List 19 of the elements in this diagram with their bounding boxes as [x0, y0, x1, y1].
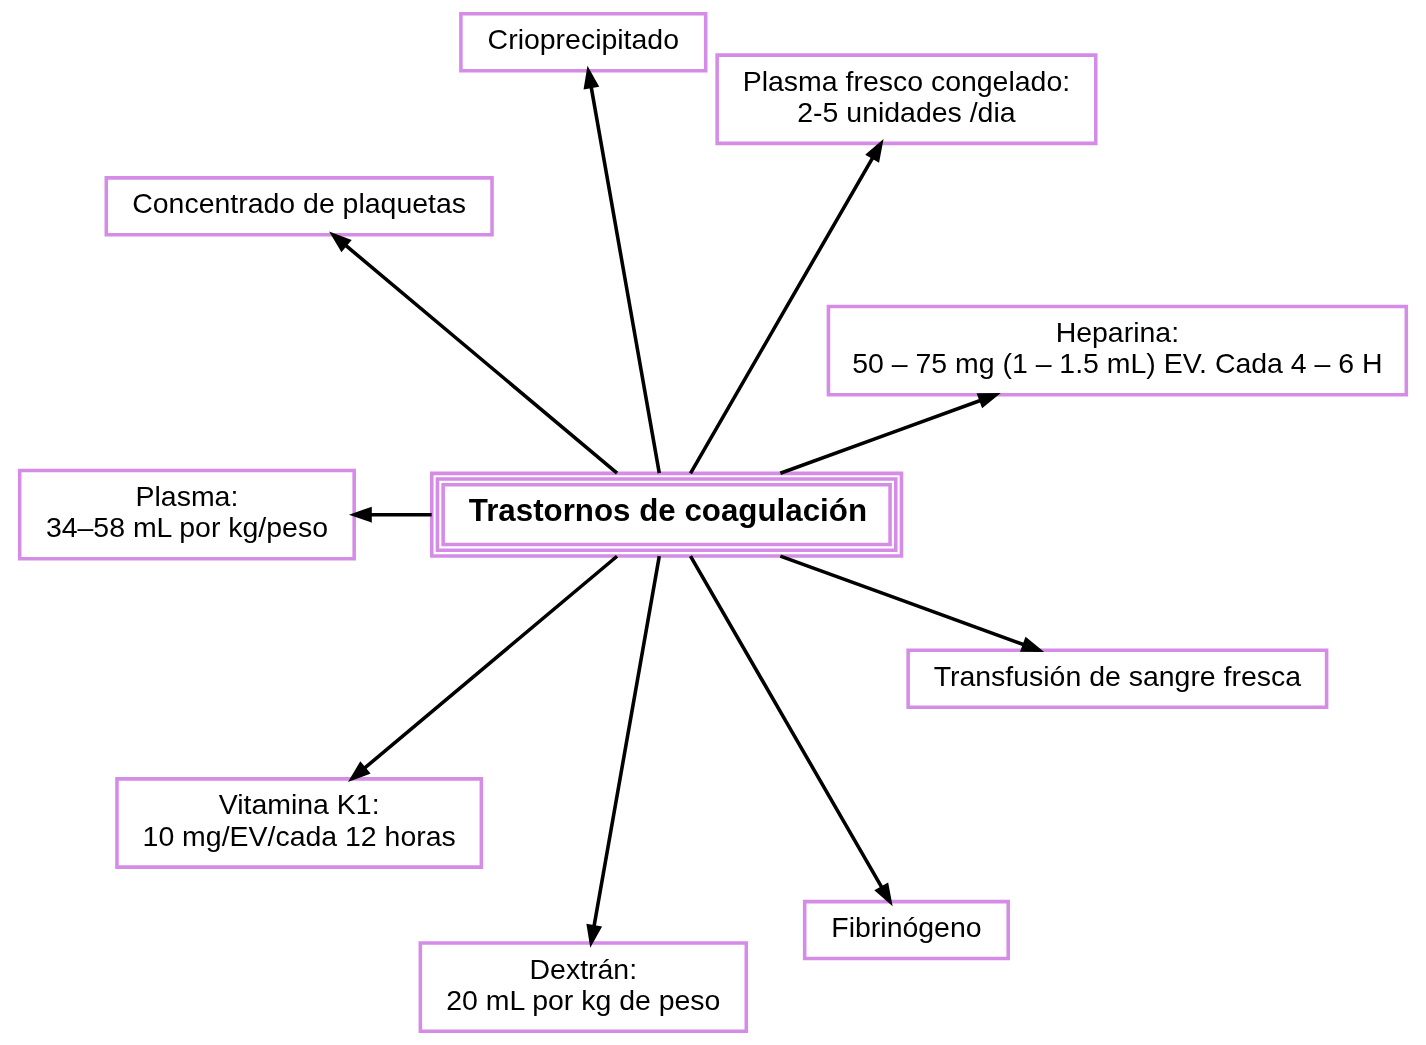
node-box: Plasma: 34–58 mL por kg/peso	[17, 468, 356, 561]
arrow	[688, 555, 893, 907]
node-box: Heparina: 50 – 75 mg (1 – 1.5 mL) EV. Cada 4 – 6 H	[826, 304, 1409, 397]
arrow	[688, 138, 884, 475]
node-box: Crioprecipitado	[459, 12, 708, 73]
arrow	[779, 554, 1045, 653]
node-box: Plasma fresco congelado: 2-5 unidades /dia	[715, 53, 1098, 146]
node-box: Dextrán: 20 mL por kg de peso	[418, 941, 749, 1033]
node-box: Trastornos de coagulación	[429, 471, 904, 558]
node-box: Vitamina K1: 10 mg/EV/cada 12 horas	[115, 777, 484, 869]
arrow	[349, 506, 432, 523]
arrow	[583, 65, 662, 474]
node-box: Transfusión de sangre fresca	[906, 648, 1329, 709]
node-box: Fibrinógeno	[802, 899, 1010, 961]
arrow	[347, 554, 619, 783]
arrow	[779, 393, 1001, 475]
arrow	[329, 231, 619, 475]
node-box: Concentrado de plaquetas	[104, 176, 494, 237]
arrow	[586, 555, 662, 948]
